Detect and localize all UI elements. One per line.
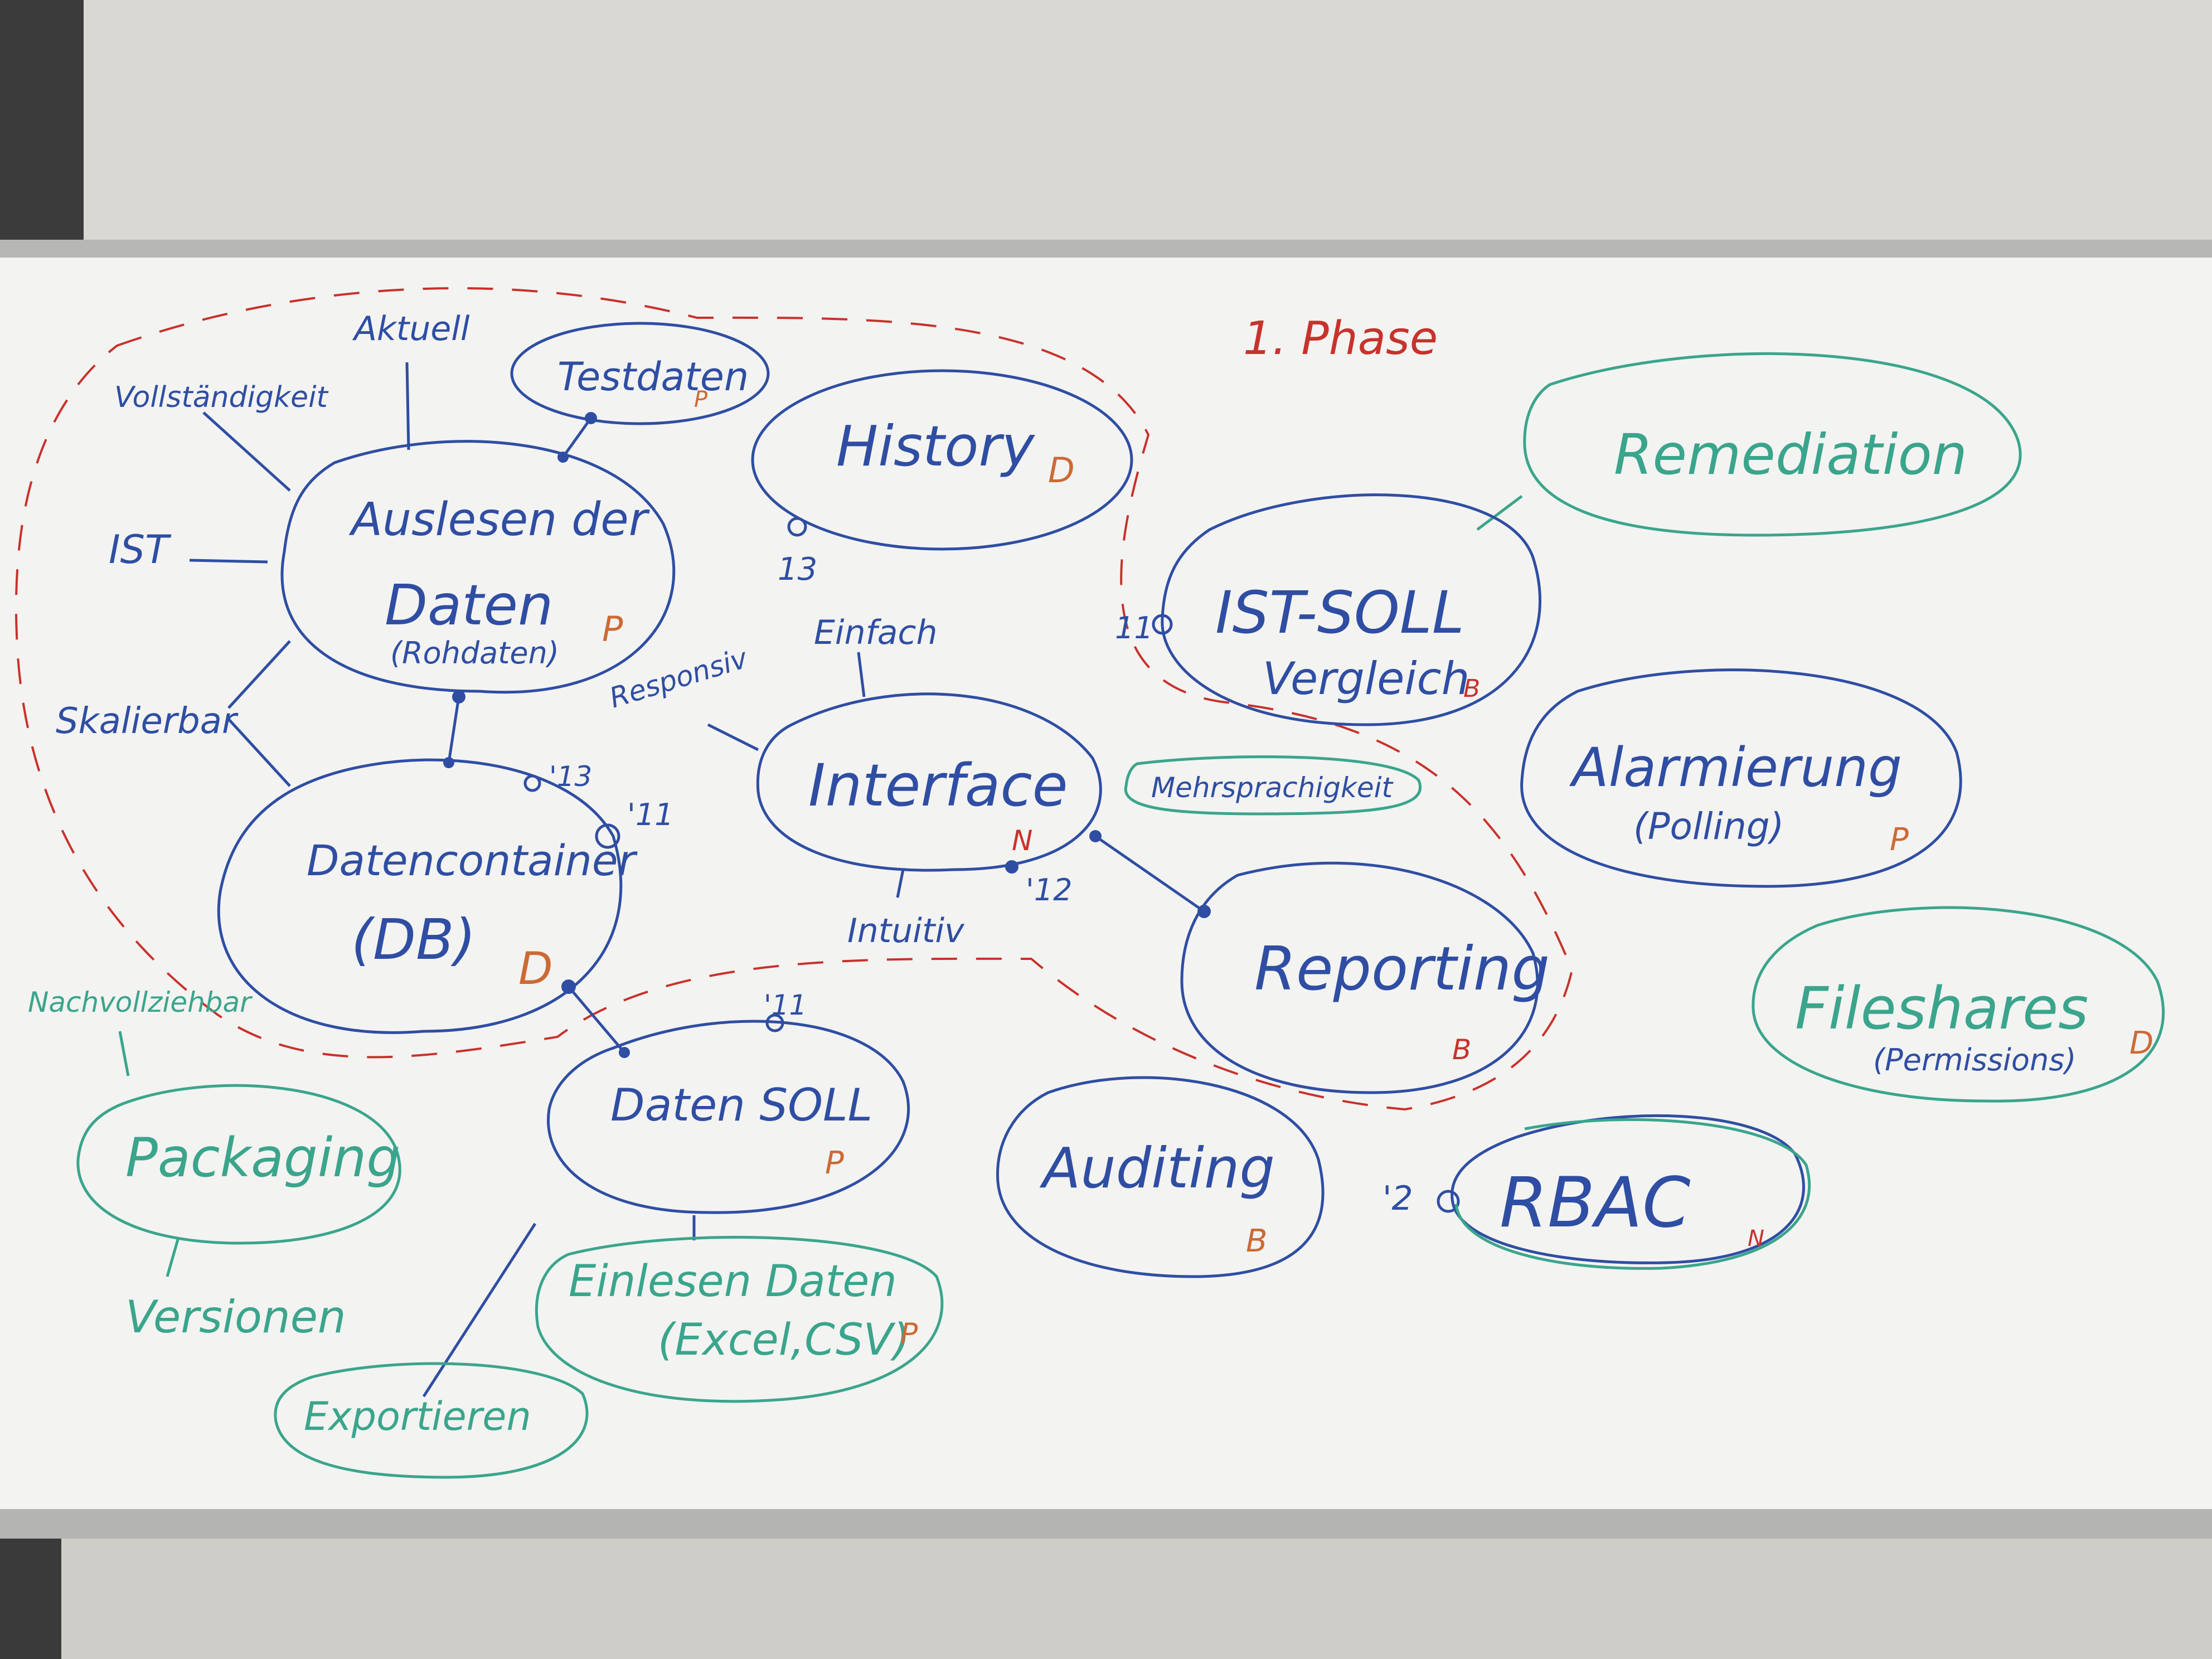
milestone-rbac: '2	[1382, 1179, 1413, 1218]
node-testdaten: Testdaten P	[510, 322, 770, 425]
phase-label: 1. Phase	[1243, 312, 1438, 365]
node-interface: Interface N	[756, 692, 1102, 872]
interface-tag: N	[1012, 824, 1032, 857]
node-rbac: RBAC N	[1451, 1114, 1811, 1270]
interface-label: Interface	[808, 751, 1068, 819]
history-tag: D	[1048, 450, 1075, 491]
node-ist-soll-vergleich: IST-SOLL Vergleich B	[1161, 493, 1541, 726]
datencontainer-tag: D	[518, 943, 553, 995]
ist-soll-tag: B	[1463, 675, 1480, 703]
board-frame-bottom	[0, 1505, 2212, 1539]
annotations: Aktuell Vollständigkeit IST Skalierbar R…	[28, 309, 965, 1343]
node-packaging: Packaging	[76, 1084, 401, 1245]
alarmierung-line2: (Polling)	[1633, 805, 1784, 848]
annotation-ist: IST	[109, 527, 172, 573]
mehrsprachigkeit-label: Mehrsprachigkeit	[1151, 772, 1394, 804]
einlesen-line1: Einlesen Daten	[569, 1257, 897, 1307]
connector-lines	[118, 362, 1523, 1398]
auslesen-line3: (Rohdaten)	[390, 636, 559, 671]
testdaten-label: Testdaten	[557, 354, 749, 400]
datencontainer-line1: Datencontainer	[307, 836, 638, 885]
milestone-interface: '12	[1026, 872, 1073, 908]
alarmierung-tag: P	[1890, 822, 1909, 858]
exportieren-label: Exportieren	[304, 1394, 531, 1439]
milestone-datencontainer-a: '13	[549, 760, 592, 793]
fileshares-line2: (Permissions)	[1873, 1042, 2076, 1078]
reporting-label: Reporting	[1254, 934, 1550, 1004]
ist-soll-line2: Vergleich	[1263, 653, 1469, 705]
node-auditing: Auditing B	[996, 1076, 1325, 1278]
annotation-nachvollziehbar: Nachvollziehbar	[28, 986, 253, 1018]
milestone-ist-soll: 11	[1115, 610, 1153, 646]
wall-frame-left	[0, 0, 84, 240]
annotation-skalierbar: Skalierbar	[56, 701, 239, 742]
phase-boundary	[14, 287, 1574, 1111]
node-einlesen-daten: Einlesen Daten (Excel,CSV) P	[535, 1235, 944, 1403]
rbac-label: RBAC	[1500, 1163, 1691, 1243]
rbac-tag: N	[1748, 1226, 1764, 1251]
remediation-label: Remediation	[1614, 422, 1967, 487]
annotation-vollstaendigkeit: Vollständigkeit	[114, 381, 329, 414]
auditing-tag: B	[1246, 1223, 1267, 1259]
node-remediation: Remediation	[1523, 352, 2022, 537]
alarmierung-line1: Alarmierung	[1569, 736, 1902, 799]
node-daten-soll: Daten SOLL P	[547, 1020, 910, 1214]
datencontainer-line2: (DB)	[351, 907, 476, 972]
history-label: History	[836, 414, 1036, 479]
annotation-responsiv: Responsiv	[606, 642, 752, 714]
einlesen-tag: P	[900, 1317, 918, 1351]
annotation-intuitiv: Intuitiv	[847, 911, 965, 950]
node-auslesen-der-daten: Auslesen der Daten (Rohdaten) P	[280, 440, 676, 694]
auslesen-tag: P	[602, 609, 623, 649]
annotation-aktuell: Aktuell	[352, 309, 470, 348]
daten-soll-label: Daten SOLL	[610, 1079, 872, 1131]
reporting-tag: B	[1452, 1034, 1471, 1066]
einlesen-line2: (Excel,CSV)	[658, 1315, 910, 1365]
daten-soll-tag: P	[825, 1145, 844, 1181]
node-exportieren: Exportieren	[274, 1362, 589, 1479]
fileshares-tag: D	[2129, 1025, 2153, 1061]
node-alarmierung: Alarmierung (Polling) P	[1520, 668, 1962, 888]
node-datencontainer: Datencontainer (DB) D	[217, 758, 638, 1034]
node-reporting: Reporting B	[1180, 861, 1550, 1094]
fileshares-line1: Fileshares	[1795, 974, 2088, 1042]
packaging-label: Packaging	[125, 1127, 400, 1189]
wall-frame-left-bottom	[0, 1530, 61, 1659]
annotation-einfach: Einfach	[814, 613, 938, 652]
node-mehrsprachigkeit: Mehrsprachigkeit	[1124, 755, 1422, 816]
node-fileshares: Fileshares (Permissions) D	[1752, 906, 2165, 1103]
whiteboard	[0, 258, 2212, 1509]
milestone-daten-soll: '11	[764, 989, 807, 1021]
ist-soll-line1: IST-SOLL	[1215, 579, 1464, 647]
auslesen-line1: Auslesen der	[348, 493, 650, 546]
milestone-datencontainer-b: '11	[627, 797, 674, 832]
testdaten-tag: P	[694, 387, 708, 413]
annotation-versionen: Versionen	[125, 1291, 346, 1343]
milestone-markers: 13 11 '13 '11 '12 '11 '2	[549, 551, 1413, 1218]
auditing-label: Auditing	[1039, 1136, 1275, 1201]
node-history: History D	[751, 369, 1133, 551]
milestone-history: 13	[778, 551, 817, 588]
auslesen-line2: Daten	[385, 573, 553, 638]
